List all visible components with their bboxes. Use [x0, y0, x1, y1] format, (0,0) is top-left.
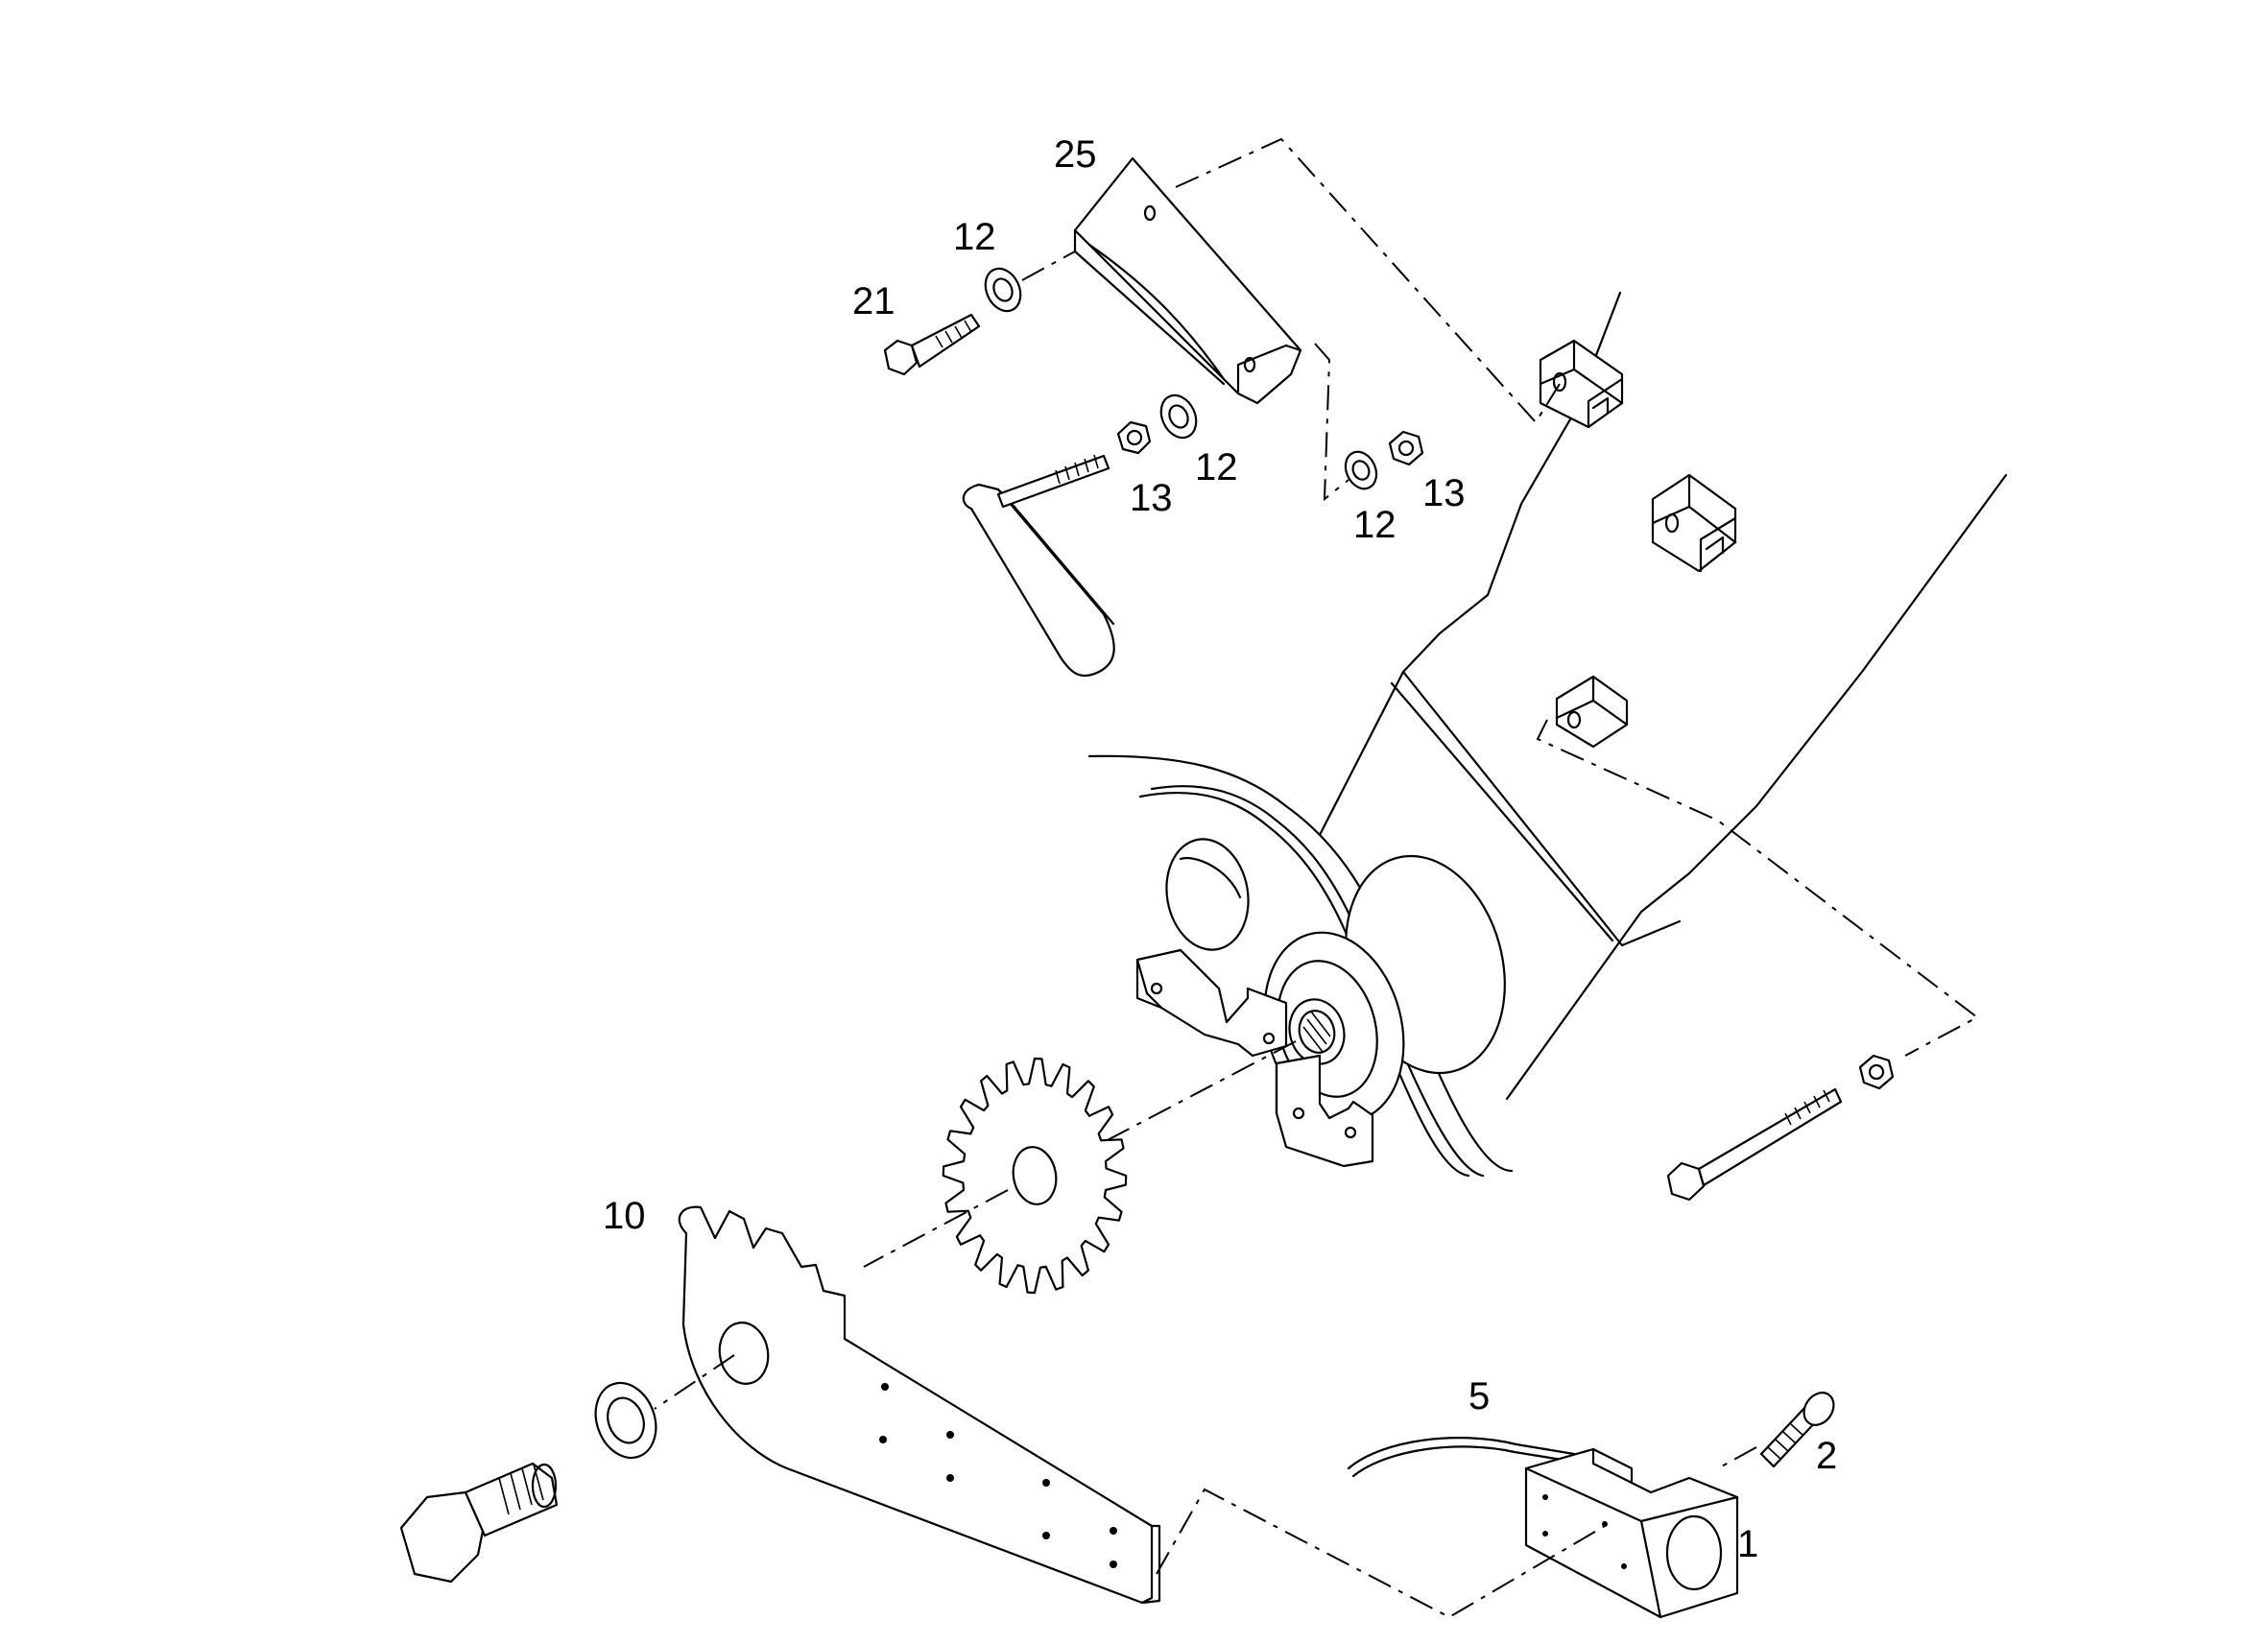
large-washer [594, 1381, 657, 1460]
callout-13-left: 13 [1130, 477, 1173, 519]
long-bolt [1666, 1087, 1843, 1202]
callout-12-mid: 12 [1195, 446, 1238, 488]
callout-21: 21 [852, 280, 895, 322]
sensor-cable-5 [1347, 1437, 1576, 1478]
callout-12-right: 12 [1353, 504, 1397, 546]
large-hex-bolt [399, 1462, 559, 1584]
u-bracket-upper [1135, 948, 1288, 1058]
angle-bracket-25 [1073, 156, 1302, 405]
toothed-wheel [942, 1057, 1128, 1295]
washer-12-right [1344, 450, 1378, 490]
assembly-center-lines [654, 137, 1979, 1619]
slotted-block-top [1539, 339, 1624, 429]
callout-2: 2 [1816, 1435, 1837, 1477]
slotted-block-middle [1651, 473, 1737, 573]
callout-13-right: 13 [1422, 472, 1466, 514]
sensor-arm-10 [678, 1205, 1161, 1605]
slotted-block-bottom [1555, 675, 1629, 749]
callout-10: 10 [603, 1195, 646, 1237]
hex-nut-right [1858, 1054, 1895, 1090]
washer-12-mid [1159, 393, 1198, 440]
u-bracket-lower [1275, 1054, 1374, 1168]
cap-screw-2 [1759, 1392, 1835, 1468]
washer-12-top [984, 267, 1022, 313]
callout-25: 25 [1054, 133, 1097, 176]
hex-bolt-21 [883, 313, 981, 376]
callout-5: 5 [1468, 1375, 1490, 1418]
callout-labels: 25 12 21 12 13 12 13 10 5 2 1 [603, 133, 1837, 1565]
hex-nut-13-right [1388, 430, 1424, 466]
hex-nut-13-left [1116, 420, 1152, 455]
eye-bolt-handle [962, 454, 1115, 678]
callout-1: 1 [1737, 1523, 1758, 1565]
proximity-sensor-1 [1524, 1447, 1739, 1619]
callout-12-top: 12 [953, 216, 996, 258]
